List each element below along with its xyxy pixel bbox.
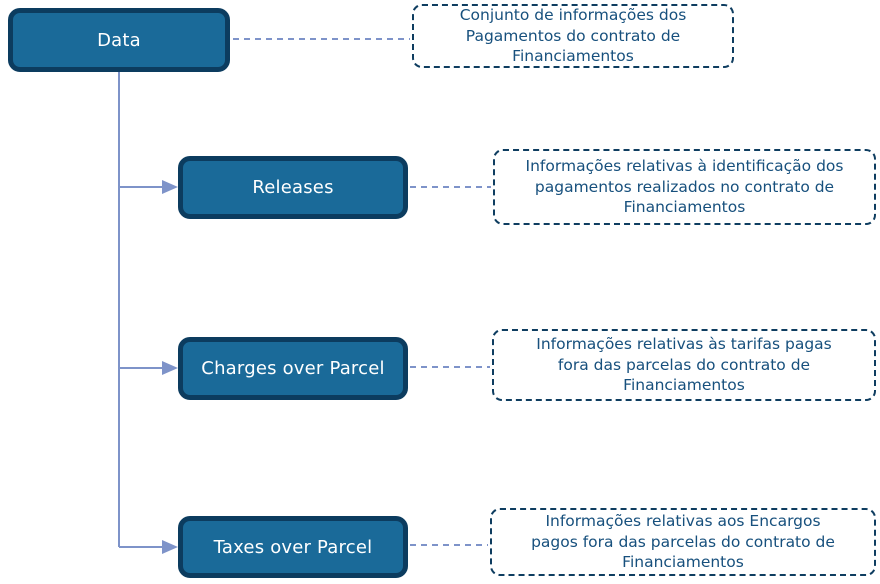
node-charges-over-parcel: Charges over Parcel bbox=[178, 337, 408, 400]
note-releases: Informações relativas à identificação do… bbox=[493, 149, 876, 225]
arrowhead-releases bbox=[162, 180, 178, 194]
note-taxes-over-parcel: Informações relativas aos Encargos pagos… bbox=[490, 508, 876, 576]
node-taxes-over-parcel: Taxes over Parcel bbox=[178, 516, 408, 578]
node-data-label: Data bbox=[97, 29, 141, 51]
node-taxes-over-parcel-label: Taxes over Parcel bbox=[213, 536, 373, 558]
arrowhead-taxes bbox=[162, 540, 178, 554]
note-charges-over-parcel-text: Informações relativas às tarifas pagas f… bbox=[536, 335, 832, 395]
note-charges-over-parcel: Informações relativas às tarifas pagas f… bbox=[492, 329, 876, 401]
note-taxes-over-parcel-text: Informações relativas aos Encargos pagos… bbox=[531, 512, 835, 572]
node-charges-over-parcel-label: Charges over Parcel bbox=[201, 358, 385, 379]
node-releases-label: Releases bbox=[252, 177, 334, 198]
note-data: Conjunto de informações dos Pagamentos d… bbox=[412, 4, 734, 68]
node-releases: Releases bbox=[178, 156, 408, 219]
node-data: Data bbox=[8, 8, 230, 72]
note-releases-text: Informações relativas à identificação do… bbox=[525, 157, 844, 217]
note-data-text: Conjunto de informações dos Pagamentos d… bbox=[459, 6, 687, 66]
arrowhead-charges bbox=[162, 361, 178, 375]
